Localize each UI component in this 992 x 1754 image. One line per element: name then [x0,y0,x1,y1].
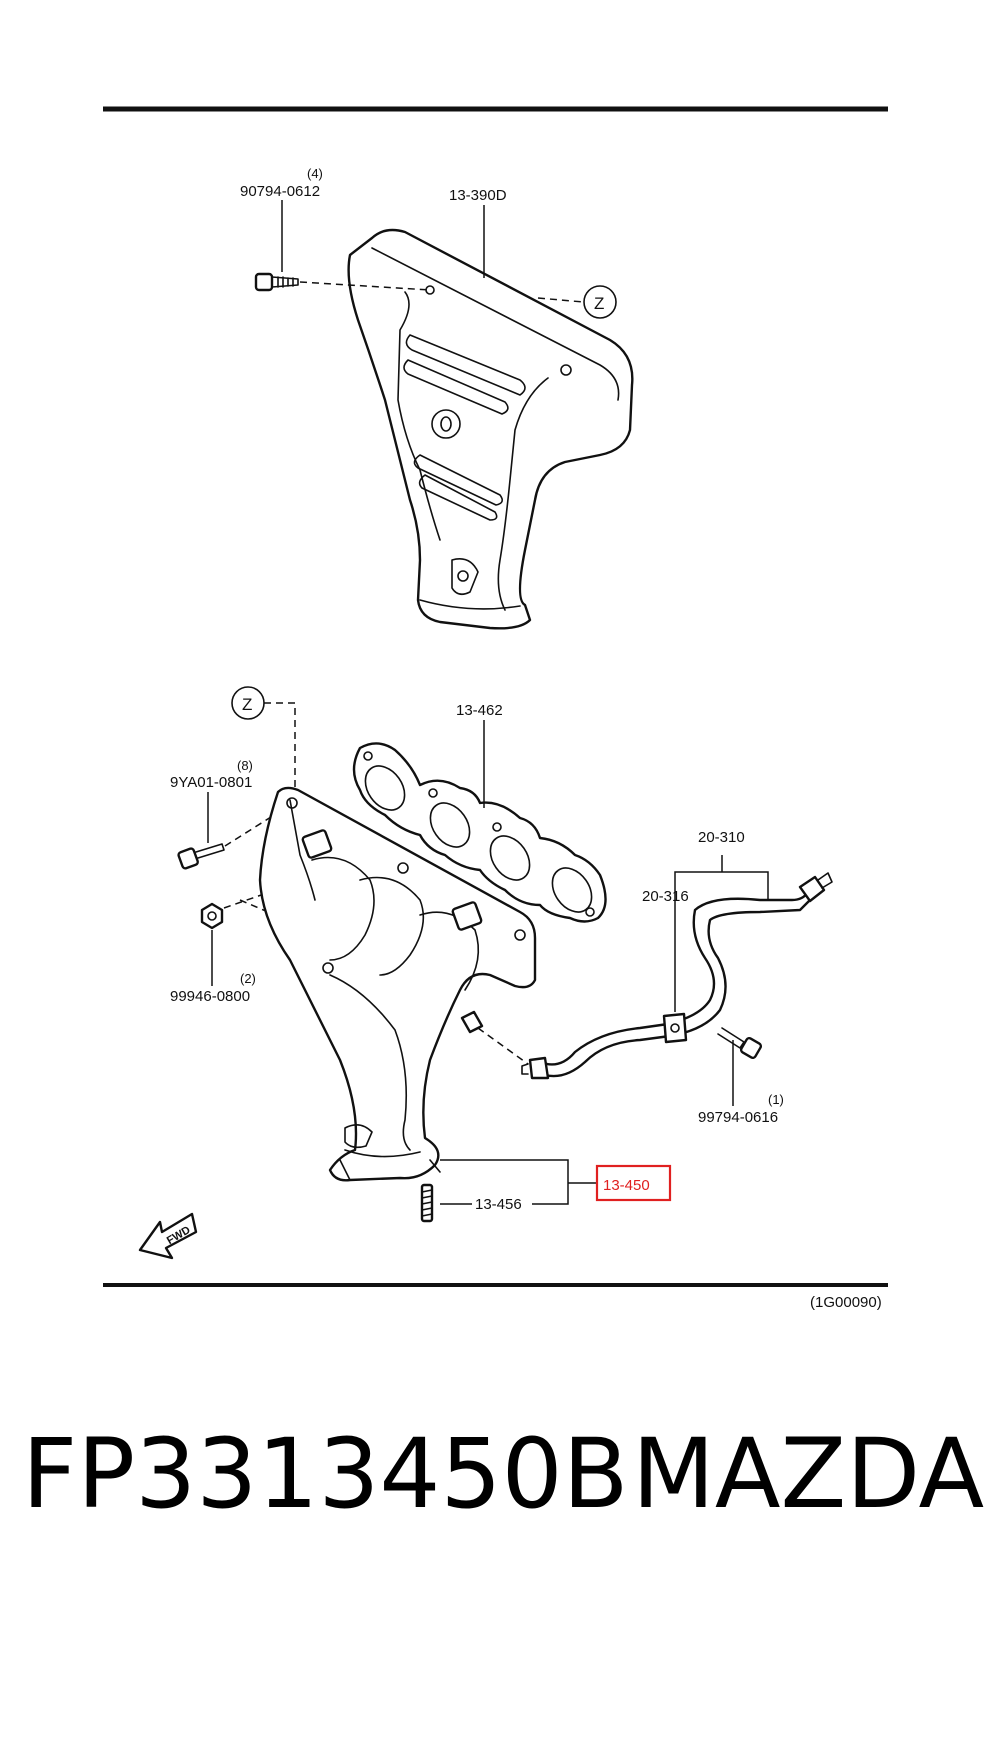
pipe-bolt-qty: (1) [768,1092,784,1107]
insulator-bolt-qty: (4) [307,166,323,181]
part-number: FP3313450B [22,1418,629,1530]
ref-circle-top-label: Z [594,294,604,313]
pipe-assembly-label: 20-310 [698,829,745,846]
exhaust-manifold[interactable] [258,786,537,1182]
forward-arrow-icon: FWD [138,1212,198,1260]
ref-circle-top [583,285,617,319]
pipe-bracket-label: 20-316 [642,888,689,905]
heat-insulator[interactable] [347,228,634,630]
stud-label: 13-456 [475,1196,522,1213]
manifold-gasket[interactable] [352,742,607,923]
footer: FP3313450B MAZDA [0,1418,992,1568]
manifold-bolt-icon[interactable] [177,843,225,870]
manifold-nut-icon[interactable] [200,902,224,930]
pipe-assembly[interactable] [521,872,833,1080]
manifold-bolt-qty: (8) [237,758,253,773]
brand-name: MAZDA [632,1418,985,1530]
gasket-label: 13-462 [456,702,503,719]
insulator-bolt-icon[interactable] [254,272,299,292]
exhaust-manifold-label[interactable]: 13-450 [603,1177,650,1194]
insulator-bolt-label: 90794-0612 [240,183,320,200]
ref-circle-bottom-label: Z [242,695,252,714]
manifold-bolt-label: 9YA01-0801 [170,774,252,791]
manifold-nut-qty: (2) [240,971,256,986]
manifold-stud-icon[interactable] [420,1183,434,1223]
highlight-box [595,1164,672,1202]
exploded-parts-diagram: (4) 90794-0612 13-390D Z Z 13-462 (8) 9Y… [103,106,888,1311]
manifold-nut-label: 99946-0800 [170,988,250,1005]
diagram-code: (1G00090) [810,1294,882,1311]
pipe-bolt-label: 99794-0616 [698,1109,778,1126]
pipe-bolt-icon[interactable] [717,1027,763,1060]
heat-insulator-label: 13-390D [449,187,507,204]
